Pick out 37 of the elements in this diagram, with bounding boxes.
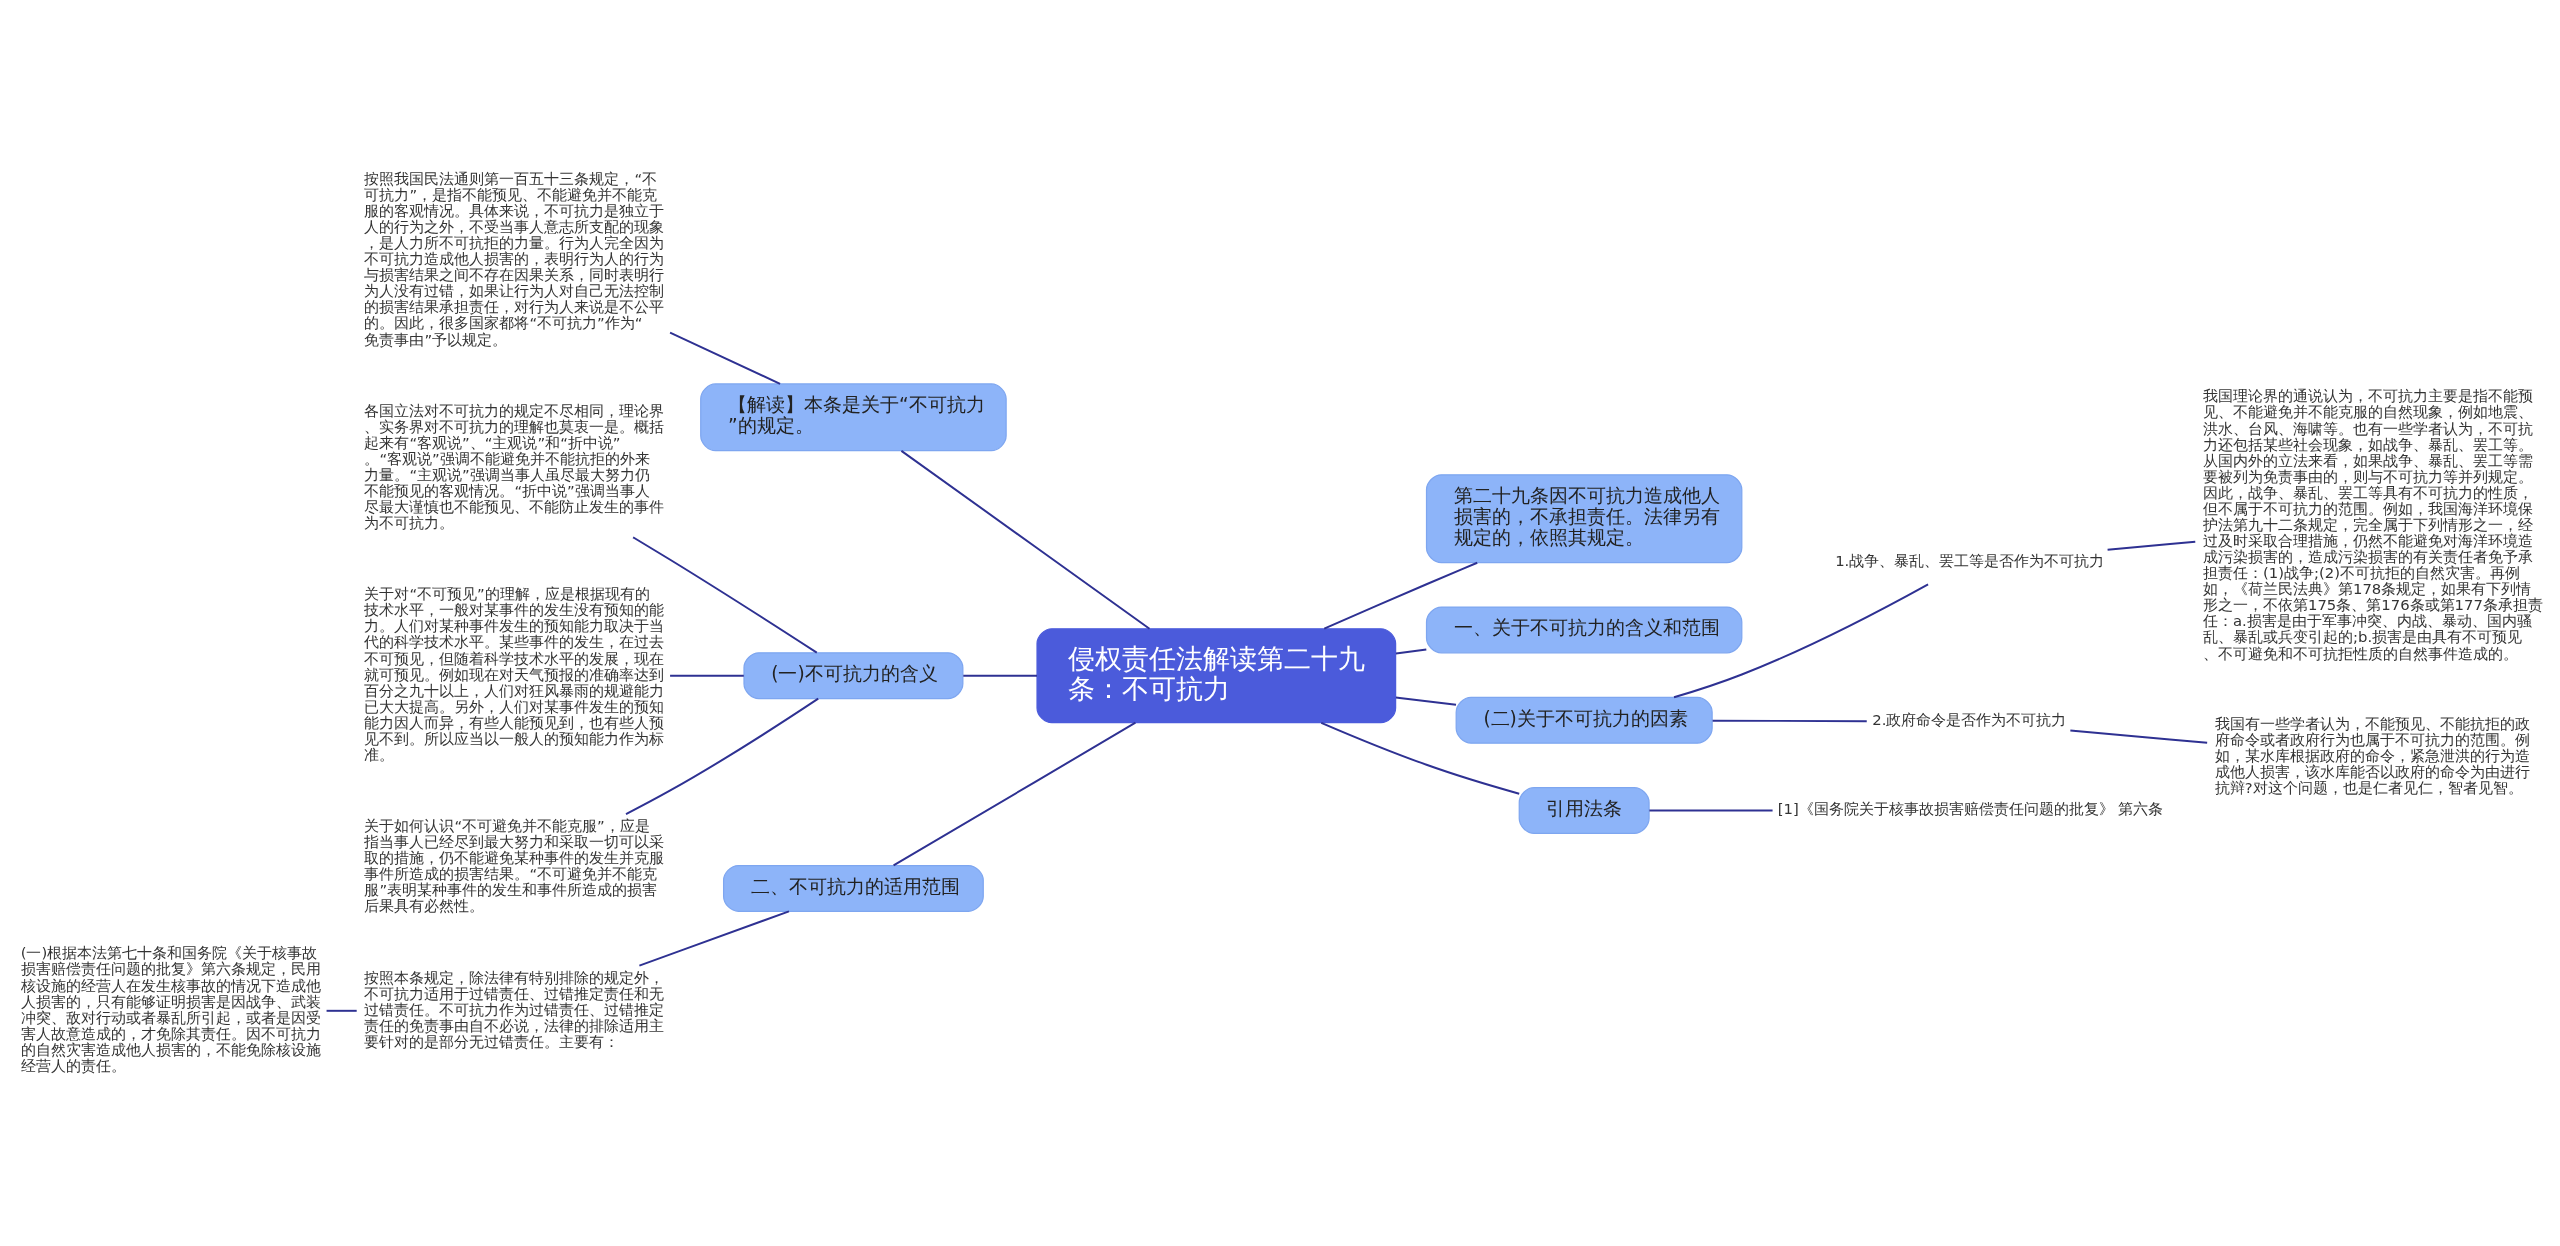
node-box: 二、不可抗力的适用范围 bbox=[723, 864, 984, 912]
connector bbox=[1395, 648, 1428, 654]
connector bbox=[962, 674, 1038, 677]
connector bbox=[1673, 582, 1930, 698]
node-text: 我国有一些学者认为，不能预见、不能抗拒的政府命令或者政府行为也属于不可抗力的范围。例如，某水库根据政府的命令，紧急泄洪的行为造成他人损害，该水库能否以政府的命令为由进行抗辩?对这个问题，也是仁者见仁，智者见智。 bbox=[2214, 714, 2530, 796]
node-text: 关于对“不可预见”的理解，应是根据现有的技术水平，一般对某事件的发生没有预知的能力。人们对某种事件发生的预知能力取决于当代的科学技术水平。某些事件的发生，在过去不可预见，但随着科学技术水平的发展，现在就可预见。例如现在对天气预报的准确率达到百分之九十以上，人们对狂风暴雨的规避能力已大大提高。另外，人们对某事件发生的预知能力因人而异，有些人能预见到，也有些人预见不到。所以应当以一般人的预知能力作为标准。 bbox=[364, 584, 665, 763]
connector bbox=[669, 331, 782, 385]
connector bbox=[1395, 696, 1457, 706]
connector bbox=[632, 535, 818, 654]
node-box: (一)不可抗力的含义 bbox=[743, 651, 964, 699]
node-text: [1]《国务院关于核事故损害赔偿责任问题的批复》 第六条 bbox=[1777, 799, 2164, 817]
node-box: 侵权责任法解读第二十九条：不可抗力 bbox=[1036, 627, 1397, 723]
node-text: 1.战争、暴乱、罢工等是否作为不可抗力 bbox=[1835, 551, 2105, 569]
node-text: 按照本条规定，除法律有特别排除的规定外，不可抗力适用于过错责任、过错推定责任和无过错责任。不可抗力作为过错责任、过错推定责任的免责事由自不必说，法律的排除适用主要针对的是部分无过错责任。主要有： bbox=[364, 968, 665, 1050]
node-text: 各国立法对不可抗力的规定不尽相同，理论界、实务界对不可抗力的理解也莫衷一是。概括起来有“客观说”、“主观说”和“折中说”。“客观说”强调不能避免并不能抗拒的外来力量。“主观说”强调当事人虽尽最大努力仍不能预见的客观情况。“折中说”强调当事人尽最大谨慎也不能预见、不能防止发生的事件为不可抗力。 bbox=[364, 401, 665, 531]
connector bbox=[1320, 721, 1521, 795]
node-box: 【解读】本条是关于“不可抗力”的规定。 bbox=[700, 382, 1007, 451]
connector bbox=[638, 909, 790, 967]
node-text: 我国理论界的通说认为，不可抗力主要是指不能预见、不能避免并不能克服的自然现象，例如地震、洪水、台风、海啸等。也有一些学者认为，不可抗力还包括某些社会现象，如战争、暴乱、罢工等。从国内外的立法来看，如果战争、暴乱、罢工等需要被列为免责事由的，则与不可抗力等并列规定。因此，战争、暴乱、罢工等具有不可抗力的性质，但不属于不可抗力的范围。例如，我国海洋环境保护法第九十二条规定，完全属于下列情形之一，经过及时采取合理措施，仍然不能避免对海洋环境造成污染损害的，造成污染损害的有关责任者免予承担责任：(1)战争;(2)不可抗拒的自然灾害。再例如，《荷兰民法典》第178条规定，如果有下列情形之一，不依第175条、第176条或第177条承担责任：a.损害是由于军事冲突、内战、暴动、国内骚乱、暴乱或兵变引起的;b.损害是由具有不可预见、不可避免和不可抗拒性质的自然事件造成的。 bbox=[2203, 386, 2543, 662]
connector bbox=[2069, 729, 2209, 744]
connector bbox=[625, 697, 820, 815]
node-box: 一、关于不可抗力的含义和范围 bbox=[1425, 606, 1743, 653]
node-text: 关于如何认识“不可避免并不能克服”，应是指当事人已经尽到最大努力和采取一切可以采取的措施，仍不能避免某种事件的发生并克服事件所造成的损害结果。“不可避免并不能克服”表明某种事件的发生和事件所造成的损害后果具有必然性。 bbox=[364, 816, 665, 914]
connector bbox=[1648, 809, 1774, 811]
connector bbox=[1711, 719, 1868, 722]
connector bbox=[325, 1009, 358, 1012]
node-box: (二)关于不可抗力的因素 bbox=[1455, 696, 1713, 744]
node-text: 2.政府命令是否作为不可抗力 bbox=[1872, 710, 2067, 728]
connector bbox=[669, 674, 745, 677]
node-text: 按照我国民法通则第一百五十三条规定，“不可抗力”，是指不能预见、不能避免并不能克服的客观情况。具体来说，不可抗力是独立于人的行为之外，不受当事人意志所支配的现象，是人力所不可抗拒的力量。行为人完全因为不可抗力造成他人损害的，表明行为人的行为与损害结果之间不存在因果关系，同时表明行为人没有过错，如果让行为人对自己无法控制的损害结果承担责任，对行为人来说是不公平的。因此，很多国家都将“不可抗力”作为“免责事由”予以规定。 bbox=[364, 169, 665, 347]
node-text: (一)根据本法第七十条和国务院《关于核事故损害赔偿责任问题的批复》第六条规定，民用核设施的经营人在发生核事故的情况下造成他人损害的，只有能够证明损害是因战争、武装冲突、敌对行动或者暴乱所引起，或者是因受害人故意造成的，才免除其责任。因不可抗力的自然灾害造成他人损害的，不能免除核设施经营人的责任。 bbox=[20, 943, 321, 1074]
connector bbox=[892, 721, 1137, 866]
connector bbox=[2106, 540, 2197, 551]
node-box: 引用法条 bbox=[1518, 786, 1650, 834]
node-box: 第二十九条因不可抗力造成他人损害的，不承担责任。法律另有规定的，依照其规定。 bbox=[1425, 473, 1743, 563]
connector bbox=[1323, 561, 1479, 630]
connector bbox=[900, 449, 1151, 630]
